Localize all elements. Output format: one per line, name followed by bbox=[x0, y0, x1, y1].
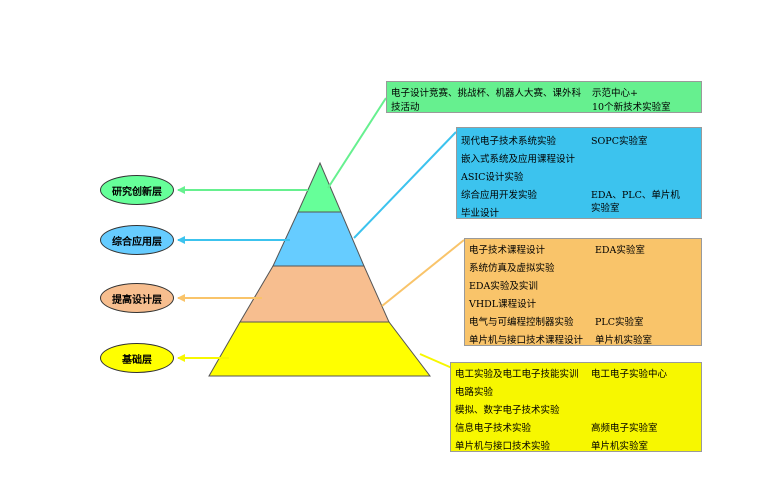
box-text: 电子设计竞赛、挑战杯、机器人大赛、课外科 bbox=[391, 88, 582, 99]
box-text: 电气与可编程控制器实验 bbox=[469, 317, 574, 328]
basic-description-box: 电工实验及电工电子技能实训 电路实验 模拟、数字电子技术实验 信息电子技术实验 … bbox=[450, 362, 702, 452]
box-text: 10个新技术实验室 bbox=[592, 102, 671, 113]
box-text: ASIC设计实验 bbox=[461, 172, 524, 183]
layer-label: 综合应用层 bbox=[112, 236, 162, 248]
box-text: 实验室 bbox=[591, 203, 620, 214]
layer-oval-design: 提高设计层 bbox=[100, 283, 174, 313]
box-text: EDA实验室 bbox=[595, 245, 645, 256]
box-text: 单片机实验室 bbox=[595, 335, 653, 346]
box-text: 模拟、数字电子技术实验 bbox=[455, 405, 560, 416]
box-text: PLC实验室 bbox=[595, 317, 644, 328]
layer-oval-research: 研究创新层 bbox=[100, 175, 174, 205]
design-description-box: 电子技术课程设计 系统仿真及虚拟实验 EDA实验及实训 VHDL课程设计 电气与… bbox=[464, 238, 702, 346]
connector-integrated bbox=[353, 131, 457, 239]
box-text: 技活动 bbox=[391, 102, 420, 113]
box-text: 电路实验 bbox=[455, 387, 494, 398]
box-text: EDA实验及实训 bbox=[469, 281, 538, 292]
layer-label: 研究创新层 bbox=[112, 186, 162, 198]
box-text: 高频电子实验室 bbox=[591, 423, 658, 434]
research-description-box: 电子设计竞赛、挑战杯、机器人大赛、课外科 技活动 示范中心+ 10个新技术实验室 bbox=[386, 81, 702, 113]
box-text: 电子技术课程设计 bbox=[469, 245, 546, 256]
connector-design bbox=[381, 239, 465, 307]
box-text: 示范中心+ bbox=[592, 88, 638, 99]
box-text: VHDL课程设计 bbox=[469, 299, 537, 310]
pyramid-tier-research bbox=[297, 161, 342, 213]
box-text: 现代电子技术系统实验 bbox=[461, 136, 557, 147]
box-text: 单片机与接口技术课程设计 bbox=[469, 335, 584, 346]
box-text: EDA、PLC、单片机 bbox=[591, 190, 680, 201]
box-text: 电工实验及电工电子技能实训 bbox=[455, 369, 579, 380]
box-text: SOPC实验室 bbox=[591, 136, 648, 147]
pyramid-tier-basic bbox=[208, 321, 432, 377]
pyramid-tier-design bbox=[239, 265, 390, 323]
connector-research bbox=[327, 97, 387, 189]
box-text: 系统仿真及虚拟实验 bbox=[469, 263, 555, 274]
integrated-description-box: 现代电子技术系统实验 嵌入式系统及应用课程设计 ASIC设计实验 综合应用开发实… bbox=[456, 127, 702, 219]
box-text: 信息电子技术实验 bbox=[455, 423, 532, 434]
layer-oval-integrated: 综合应用层 bbox=[100, 225, 174, 255]
box-text: 电工电子实验中心 bbox=[591, 369, 668, 380]
box-text: 嵌入式系统及应用课程设计 bbox=[461, 154, 576, 165]
connector-basic bbox=[419, 353, 453, 369]
layer-label: 提高设计层 bbox=[112, 294, 162, 306]
box-text: 毕业设计 bbox=[461, 208, 500, 219]
box-text: 综合应用开发实验 bbox=[461, 190, 538, 201]
layer-oval-basic: 基础层 bbox=[100, 343, 174, 373]
box-text: 单片机与接口技术实验 bbox=[455, 441, 551, 452]
box-text: 单片机实验室 bbox=[591, 441, 649, 452]
layer-label: 基础层 bbox=[122, 354, 152, 366]
